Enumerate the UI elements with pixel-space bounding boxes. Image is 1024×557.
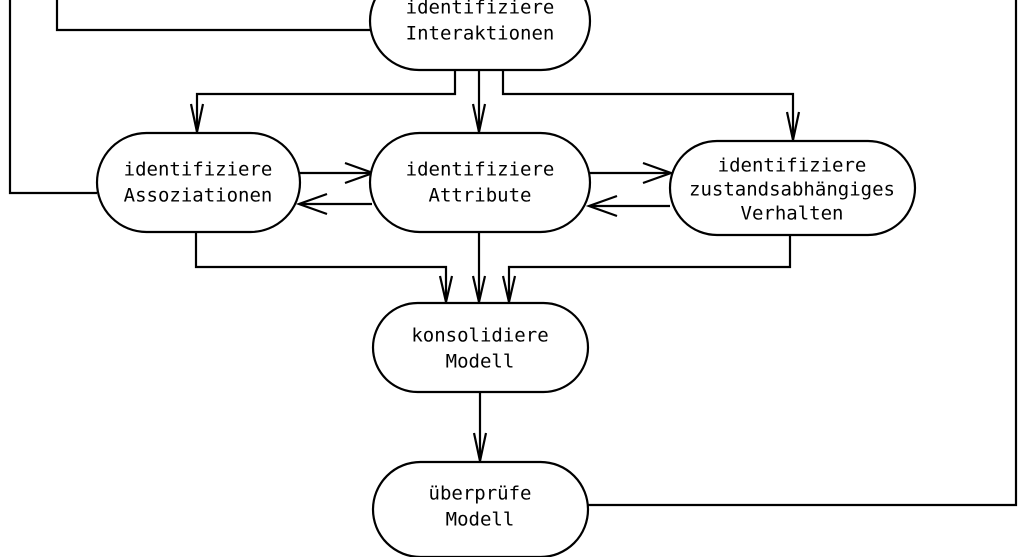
edge-verhalten-to-konsolidiere <box>507 235 792 301</box>
node-layer: identifiziere Interaktionen identifizier… <box>95 0 917 557</box>
node-konsolidiere[interactable]: konsolidiere Modell <box>371 301 590 394</box>
node-interaktionen[interactable]: identifiziere Interaktionen <box>368 0 592 72</box>
node-verhalten-label-line3: Verhalten <box>741 203 844 225</box>
node-attribute-shape[interactable] <box>368 131 592 234</box>
node-konsolidiere-shape[interactable] <box>371 301 590 394</box>
node-verhalten-label-line1: identifiziere <box>718 155 867 177</box>
edge-layer <box>8 0 1018 507</box>
edge-assoziationen-feedback-left <box>8 0 97 195</box>
node-konsolidiere-label-line1: konsolidiere <box>411 325 548 347</box>
arrowhead-verhalten-to-attribute <box>585 194 618 218</box>
edge-interaktionen-feedback-left <box>55 0 372 32</box>
edge-interaktionen-to-verhalten <box>501 70 795 139</box>
node-attribute[interactable]: identifiziere Attribute <box>368 131 592 234</box>
node-interaktionen-label-line2: Interaktionen <box>406 23 555 45</box>
node-ueberpruefe-label-line2: Modell <box>446 509 515 531</box>
node-attribute-label-line2: Attribute <box>429 185 532 207</box>
node-assoziationen[interactable]: identifiziere Assoziationen <box>95 131 302 234</box>
edge-interaktionen-to-assoziationen <box>195 70 457 131</box>
node-interaktionen-label-line1: identifiziere <box>406 0 555 19</box>
node-verhalten-label-line2: zustandsabhängiges <box>689 179 895 201</box>
node-konsolidiere-label-line2: Modell <box>446 351 515 373</box>
node-assoziationen-label-line1: identifiziere <box>124 159 273 181</box>
node-assoziationen-label-line2: Assoziationen <box>124 185 273 207</box>
edge-assoziationen-to-konsolidiere <box>194 232 448 301</box>
node-interaktionen-shape[interactable] <box>368 0 592 72</box>
arrowhead-attribute-to-assoziationen <box>295 192 328 216</box>
node-ueberpruefe-shape[interactable] <box>371 460 590 557</box>
node-verhalten[interactable]: identifiziere zustandsabhängiges Verhalt… <box>668 139 917 237</box>
arrowhead-attribute-to-verhalten <box>642 161 675 185</box>
node-ueberpruefe-label-line1: überprüfe <box>429 483 532 505</box>
node-assoziationen-shape[interactable] <box>95 131 302 234</box>
edge-ueberpruefe-feedback-right <box>588 0 1018 507</box>
node-attribute-label-line1: identifiziere <box>406 159 555 181</box>
node-ueberpruefe[interactable]: überprüfe Modell <box>371 460 590 557</box>
node-verhalten-shape[interactable] <box>668 139 917 237</box>
